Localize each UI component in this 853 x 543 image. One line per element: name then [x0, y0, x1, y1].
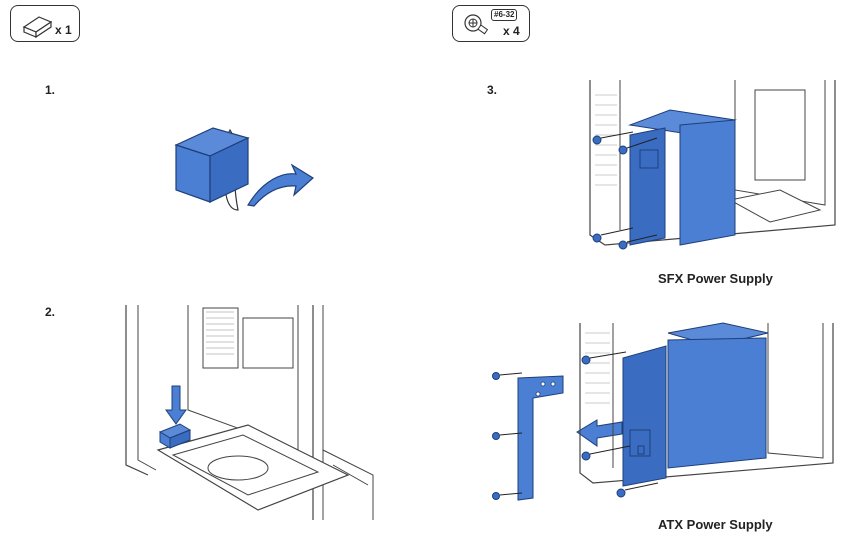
part-badge-foam: x 1 [10, 5, 80, 42]
sfx-illustration [585, 80, 845, 260]
foam-quantity: x 1 [55, 23, 72, 37]
step-3-number: 3. [487, 83, 497, 97]
atx-caption: ATX Power Supply [658, 517, 773, 532]
screw-size-tag: #6-32 [491, 9, 517, 21]
screw-icon [461, 9, 495, 39]
foam-block-icon [19, 9, 59, 39]
step-2-illustration [118, 300, 378, 530]
step-2-number: 2. [45, 305, 55, 319]
atx-illustration [488, 318, 838, 508]
screw-quantity: x 4 [503, 24, 520, 38]
part-badge-screw: #6-32 x 4 [452, 5, 530, 42]
step-1-illustration [168, 110, 328, 230]
step-1-number: 1. [45, 83, 55, 97]
sfx-caption: SFX Power Supply [658, 271, 773, 286]
